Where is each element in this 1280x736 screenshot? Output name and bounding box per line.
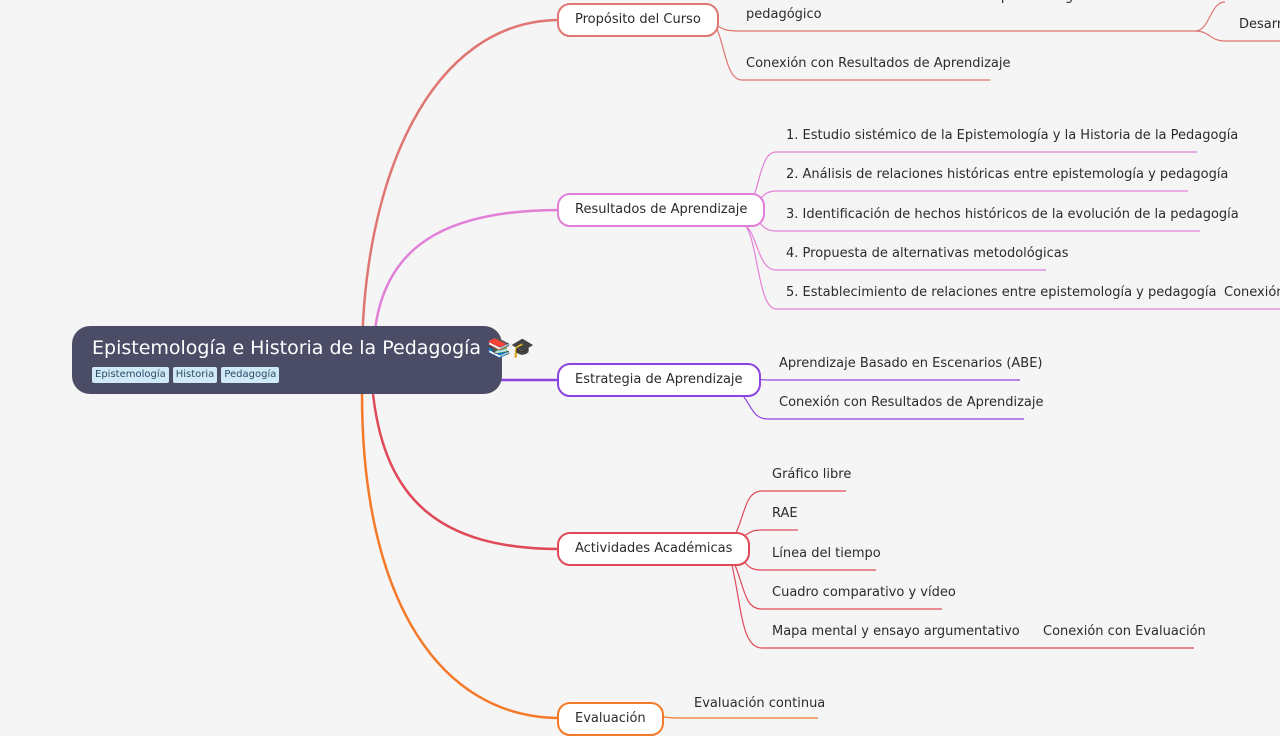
connector-root-resultados [373, 208, 561, 331]
tag-historia[interactable]: Historia [172, 367, 218, 383]
leaf-resultados-5[interactable]: 5. Establecimiento de relaciones entre e… [786, 285, 1217, 300]
leaf-resultados-sub-conexion[interactable]: Conexión [1224, 285, 1280, 300]
connector-proposito-sub [1194, 1, 1280, 42]
root-title-text: Epistemología e Historia de la Pedagogía [92, 337, 482, 359]
branch-actividades-academicas[interactable]: Actividades Académicas [557, 532, 751, 566]
leaf-proposito-corrientes[interactable]: Dar a conocer las distintas corrientes e… [746, 0, 1181, 22]
leaf-evaluacion-continua[interactable]: Evaluación continua [694, 696, 826, 711]
root-node[interactable]: Epistemología e Historia de la Pedagogía… [72, 326, 534, 394]
leaf-actividades-rae[interactable]: RAE [772, 506, 798, 521]
connector-proposito-leaf1 [713, 23, 1195, 32]
branch-resultados-de-aprendizaje[interactable]: Resultados de Aprendizaje [557, 193, 766, 227]
connector-root-proposito [360, 18, 561, 361]
leaf-actividades-cuadro-comparativo[interactable]: Cuadro comparativo y vídeo [772, 585, 956, 600]
connector-actividades-leaf5 [731, 564, 1194, 649]
leaf-proposito-conexion[interactable]: Conexión con Resultados de Aprendizaje [746, 56, 1011, 71]
tag-epistemologia[interactable]: Epistemología [92, 367, 169, 383]
tag-pedagogia[interactable]: Pedagogía [221, 367, 280, 383]
branch-estrategia-de-aprendizaje[interactable]: Estrategia de Aprendizaje [557, 363, 761, 397]
branch-proposito-del-curso[interactable]: Propósito del Curso [557, 3, 719, 37]
connector-resultados-leaf5 [744, 224, 1280, 310]
leaf-resultados-1[interactable]: 1. Estudio sistémico de la Epistemología… [786, 128, 1239, 143]
root-title: Epistemología e Historia de la Pedagogía… [92, 335, 534, 361]
connector-evaluacion-leaf1 [657, 715, 818, 719]
leaf-actividades-sub-conexion-evaluacion[interactable]: Conexión con Evaluación [1043, 624, 1206, 639]
connector-root-actividades [371, 393, 561, 551]
connector-root-evaluacion [360, 393, 561, 720]
leaf-resultados-4[interactable]: 4. Propuesta de alternativas metodológic… [786, 246, 1069, 261]
leaf-actividades-mapa-mental[interactable]: Mapa mental y ensayo argumentativo [772, 624, 1020, 639]
leaf-estrategia-conexion[interactable]: Conexión con Resultados de Aprendizaje [779, 395, 1044, 410]
leaf-estrategia-abe[interactable]: Aprendizaje Basado en Escenarios (ABE) [779, 356, 1043, 371]
connector-actividades-leaf1 [734, 490, 846, 536]
branch-evaluacion[interactable]: Evaluación [557, 702, 664, 736]
connector-estrategia-leaf1 [744, 377, 1020, 381]
leaf-proposito-sub-desarrollo[interactable]: Desarro [1239, 17, 1280, 32]
root-tags: Epistemología Historia Pedagogía [92, 367, 482, 383]
books-graduation-icon: 📚🎓 [487, 337, 535, 359]
connector-resultados-leaf4 [744, 224, 1046, 271]
leaf-resultados-2[interactable]: 2. Análisis de relaciones históricas ent… [786, 167, 1229, 182]
leaf-actividades-linea-del-tiempo[interactable]: Línea del tiempo [772, 546, 881, 561]
connector-actividades-leaf4 [734, 564, 942, 610]
leaf-resultados-3[interactable]: 3. Identificación de hechos históricos d… [786, 207, 1239, 222]
leaf-actividades-grafico-libre[interactable]: Gráfico libre [772, 467, 852, 482]
